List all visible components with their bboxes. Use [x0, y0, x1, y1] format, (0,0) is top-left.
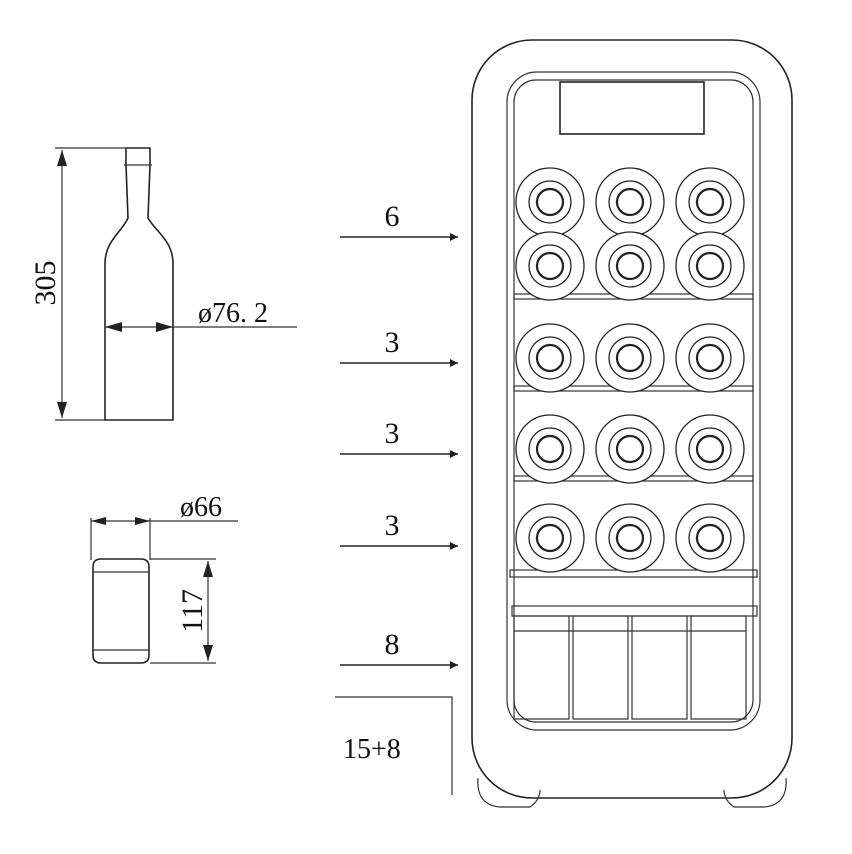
stored-bottle-8 [595, 323, 665, 393]
stored-bottle-1 [515, 167, 585, 237]
shelf-capacity-label-3: 3 [385, 417, 400, 450]
stored-bottles [515, 167, 745, 573]
shelf-capacity-label-2: 3 [385, 326, 400, 359]
stored-bottle-12 [675, 414, 745, 484]
stored-cans [511, 605, 758, 720]
shelf-callout-4: 3 [340, 509, 458, 550]
stored-can-2 [572, 615, 629, 720]
total-capacity-bracket: 15+8 [335, 696, 453, 795]
can-diameter-dimension: ø66 [90, 492, 238, 560]
can-height-dimension: 117 [150, 558, 216, 664]
stored-bottle-6 [675, 231, 745, 301]
stored-bottle-7 [515, 323, 585, 393]
stored-bottle-13 [515, 503, 585, 573]
shelf-capacity-callouts: 6 3 3 3 8 [340, 200, 458, 669]
total-capacity-label: 15+8 [343, 734, 401, 765]
stored-bottle-2 [595, 167, 665, 237]
bottle-illustration [104, 147, 174, 421]
stored-can-4 [690, 615, 747, 720]
stored-bottle-15 [675, 503, 745, 573]
bottle-diameter-label: ø76. 2 [198, 298, 268, 329]
stored-bottle-9 [675, 323, 745, 393]
stored-bottle-11 [595, 414, 665, 484]
shelf-capacity-label-4: 3 [385, 509, 400, 542]
shelf-callout-3: 3 [340, 417, 458, 458]
cooler-cabinet [471, 39, 793, 799]
left-foot [477, 777, 541, 808]
can-rack-rail [511, 605, 758, 617]
stored-bottle-10 [515, 414, 585, 484]
stored-bottle-14 [595, 503, 665, 573]
can-height-label: 117 [176, 589, 209, 633]
stored-bottle-5 [595, 231, 665, 301]
stored-can-1 [513, 615, 570, 720]
bottle-height-dimension: 305 [29, 147, 128, 421]
shelf-capacity-label-1: 6 [385, 200, 400, 233]
cooler-interior [513, 79, 754, 723]
shelf-callout-1: 6 [340, 200, 458, 241]
stored-can-3 [631, 615, 688, 720]
wine-cooler [471, 39, 793, 808]
right-foot [723, 777, 787, 808]
shelf-capacity-label-5: 8 [385, 628, 400, 661]
shelf-callout-2: 3 [340, 326, 458, 367]
bottle-diameter-dimension: ø76. 2 [105, 298, 297, 332]
cooler-door-glass [506, 71, 761, 731]
stored-bottle-3 [675, 167, 745, 237]
stored-bottle-4 [515, 231, 585, 301]
control-display-panel [559, 81, 705, 135]
bottle-height-label: 305 [29, 261, 62, 306]
can-illustration [92, 558, 150, 664]
shelf-callout-5: 8 [340, 628, 458, 669]
can-diameter-label: ø66 [180, 492, 222, 523]
